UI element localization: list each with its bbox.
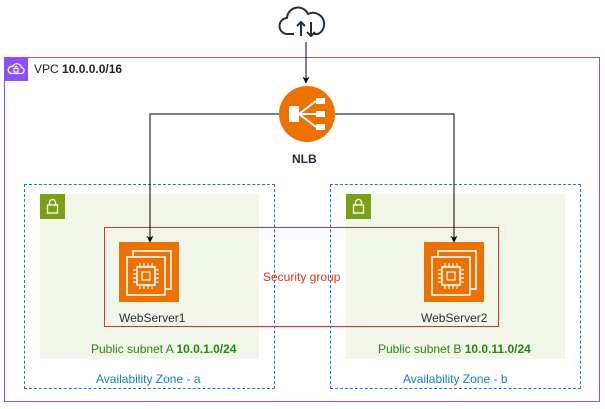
az-b-label: Availability Zone - b xyxy=(403,372,508,386)
subnet-a-name: Public subnet A xyxy=(91,342,174,356)
subnet-b-label: Public subnet B 10.0.11.0/24 xyxy=(378,342,531,356)
security-group xyxy=(104,227,499,327)
cloud-upload-download-icon xyxy=(278,6,326,37)
lock-icon xyxy=(40,194,65,219)
connector-nlb-to-webserver2 xyxy=(334,113,458,243)
connector-nlb-to-webserver1 xyxy=(146,113,280,243)
nlb-label: NLB xyxy=(292,152,317,166)
ec2-instance-icon xyxy=(119,242,179,302)
vpc-label: VPC xyxy=(34,62,59,76)
security-group-label: Security group xyxy=(263,270,341,284)
ec2-instance-icon xyxy=(424,242,484,302)
lock-icon xyxy=(346,194,371,219)
availability-zone-b xyxy=(330,184,581,389)
vpc-group xyxy=(4,57,600,402)
az-a-label: Availability Zone - a xyxy=(96,372,201,386)
webserver2-label: WebServer2 xyxy=(421,311,488,325)
subnet-a-label: Public subnet A 10.0.1.0/24 xyxy=(91,342,236,356)
network-load-balancer-icon xyxy=(279,86,335,142)
vpc-title: VPC 10.0.0.0/16 xyxy=(34,62,122,76)
subnet-b-name: Public subnet B xyxy=(378,342,462,356)
webserver1-label: WebServer1 xyxy=(119,311,186,325)
subnet-b-cidr: 10.0.11.0/24 xyxy=(464,342,531,356)
vpc-cloud-icon xyxy=(4,57,28,81)
subnet-a-cidr: 10.0.1.0/24 xyxy=(176,342,237,356)
vpc-cidr: 10.0.0.0/16 xyxy=(62,62,123,76)
